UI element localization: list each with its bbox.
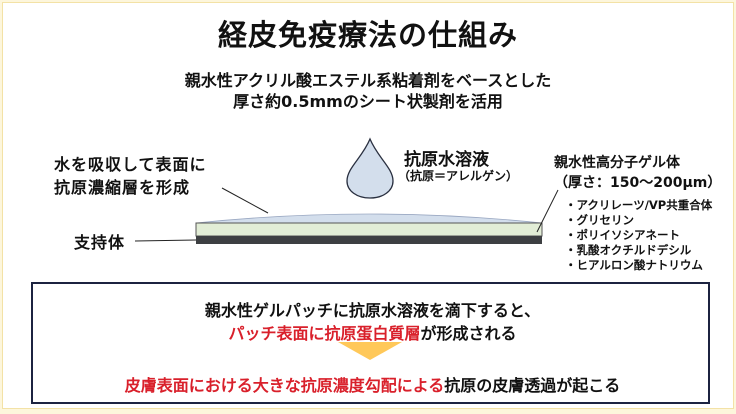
gel-label-line-1: 親水性高分子ゲル体 xyxy=(554,155,680,171)
summary-line-3-rest: 抗原の皮膚透過が起こる xyxy=(444,376,621,395)
list-item: グリセリン xyxy=(565,213,712,228)
gel-label-line-2: （厚さ：150〜200μm） xyxy=(554,175,722,191)
antigen-layer-label-line-2: 抗原濃縮層を形成 xyxy=(54,178,191,197)
gel-layer xyxy=(195,222,543,237)
antigen-solution-note: （抗原＝アレルゲン） xyxy=(398,169,519,183)
antigen-layer-label: 水を吸収して表面に 抗原濃縮層を形成 xyxy=(54,153,207,199)
leader-line-antigen-layer xyxy=(221,187,269,214)
backing-layer xyxy=(196,236,542,244)
subtitle: 親水性アクリル酸エステル系粘着剤をベースとした 厚さ約0.5mmのシート状製剤を… xyxy=(0,70,736,112)
antigen-layer xyxy=(195,213,543,224)
leader-line-gel xyxy=(536,189,559,233)
gel-component-list: アクリレーツ/VP共重合体 グリセリン ポリイソシアネート 乳酸オクチルドデシル… xyxy=(565,198,713,273)
list-item: 乳酸オクチルドデシル xyxy=(565,243,712,258)
summary-highlight-2: 皮膚表面における大きな抗原濃度勾配による xyxy=(124,376,445,395)
droplet-icon xyxy=(346,137,394,199)
summary-line-3: 皮膚表面における大きな抗原濃度勾配による抗原の皮膚透過が起こる xyxy=(33,372,712,396)
subtitle-line-1: 親水性アクリル酸エステル系粘着剤をベースとした xyxy=(184,71,552,90)
list-item: アクリレーツ/VP共重合体 xyxy=(565,198,713,213)
subtitle-line-2: 厚さ約0.5mmのシート状製剤を活用 xyxy=(233,92,503,111)
summary-line-1: 親水性ゲルパッチに抗原水溶液を滴下すると、 xyxy=(204,301,541,320)
list-item: ポリイソシアネート xyxy=(565,228,712,243)
list-item: ヒアルロン酸ナトリウム xyxy=(565,258,712,273)
down-arrow-icon xyxy=(338,342,402,360)
summary-highlight-1: パッチ表面に抗原蛋白質層 xyxy=(228,324,421,343)
antigen-layer-label-line-1: 水を吸収して表面に xyxy=(54,155,207,174)
summary-line-2-rest: が形成される xyxy=(420,324,517,343)
page-title: 経皮免疫療法の仕組み xyxy=(217,18,518,52)
summary-line-2: パッチ表面に抗原蛋白質層が形成される xyxy=(33,320,712,344)
leader-line-support xyxy=(134,239,197,242)
summary-box: 親水性ゲルパッチに抗原水溶液を滴下すると、 パッチ表面に抗原蛋白質層が形成される… xyxy=(31,282,710,404)
antigen-solution-label: 抗原水溶液 xyxy=(404,150,489,170)
support-label: 支持体 xyxy=(74,233,126,252)
gel-label: 親水性高分子ゲル体 （厚さ：150〜200μm） xyxy=(554,153,721,193)
